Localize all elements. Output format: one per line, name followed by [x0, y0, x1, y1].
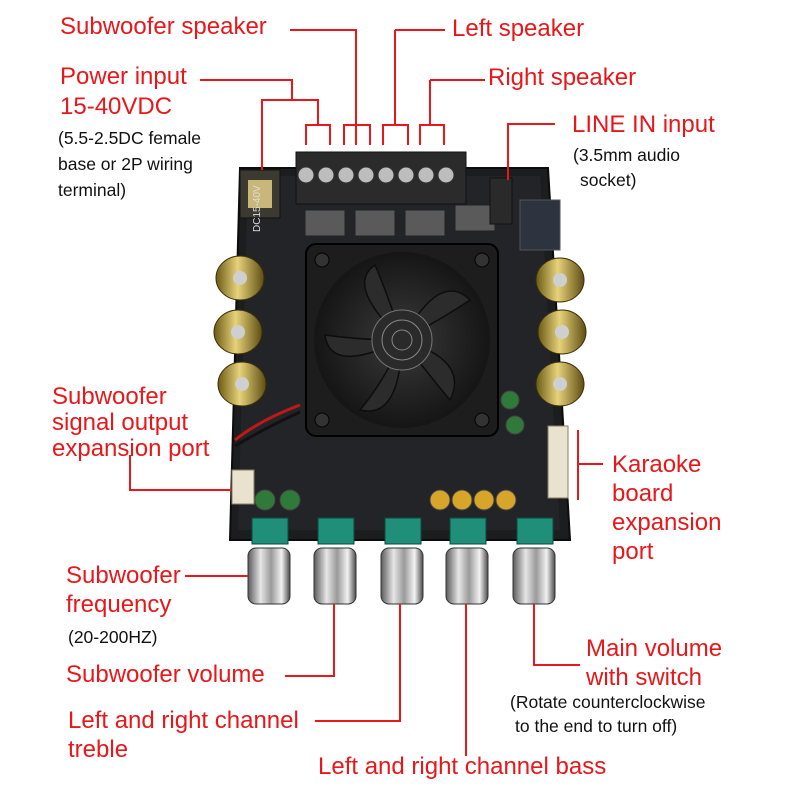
- label-treble-1: Left and right channel: [68, 707, 299, 734]
- label-karaoke-4: port: [612, 538, 654, 565]
- knob: [247, 547, 291, 605]
- label-line-in: LINE IN input: [572, 111, 715, 138]
- karaoke-connector: [547, 425, 569, 499]
- label-karaoke-1: Karaoke: [612, 451, 702, 478]
- label-sub-out-2: signal output: [52, 409, 189, 436]
- label-sub-out-1: Subwoofer: [52, 383, 167, 410]
- knob: [380, 547, 424, 605]
- bluetooth-module: [519, 199, 561, 251]
- label-power-voltage: 15-40VDC: [60, 93, 173, 120]
- audio-socket: [489, 177, 513, 225]
- note-line-in-2: socket): [580, 170, 637, 190]
- leader-lines: [129, 29, 603, 756]
- note-sub-freq: (20-200HZ): [68, 627, 158, 647]
- knob: [512, 547, 556, 605]
- knob: [313, 547, 357, 605]
- label-karaoke-3: expansion: [612, 509, 722, 536]
- label-sub-freq-2: frequency: [66, 591, 172, 618]
- label-main-volume-1: Main volume: [586, 635, 723, 662]
- label-left-speaker: Left speaker: [452, 15, 585, 42]
- sub-out-connector: [231, 469, 255, 505]
- knob: [445, 547, 489, 605]
- note-main-volume-1: (Rotate counterclockwise: [510, 692, 706, 712]
- label-karaoke-2: board: [612, 480, 674, 507]
- label-treble-2: treble: [68, 736, 129, 763]
- note-line-in-1: (3.5mm audio: [573, 145, 680, 165]
- label-sub-volume: Subwoofer volume: [66, 661, 265, 688]
- label-main-volume-2: with switch: [586, 664, 703, 691]
- note-power-1: (5.5-2.5DC female: [58, 128, 201, 148]
- label-right-speaker: Right speaker: [488, 64, 637, 91]
- label-sub-out-3: expansion port: [52, 435, 210, 462]
- label-bass: Left and right channel bass: [318, 753, 607, 780]
- label-sub-freq-1: Subwoofer: [66, 562, 181, 589]
- label-subwoofer-speaker: Subwoofer speaker: [60, 13, 267, 40]
- note-main-volume-2: to the end to turn off): [515, 716, 678, 736]
- note-power-2: base or 2P wiring: [58, 154, 193, 174]
- board-silkscreen: DC15-40V: [252, 185, 263, 232]
- note-power-3: terminal): [58, 180, 127, 200]
- knob-row: [247, 547, 556, 605]
- label-power-input: Power input: [60, 63, 187, 90]
